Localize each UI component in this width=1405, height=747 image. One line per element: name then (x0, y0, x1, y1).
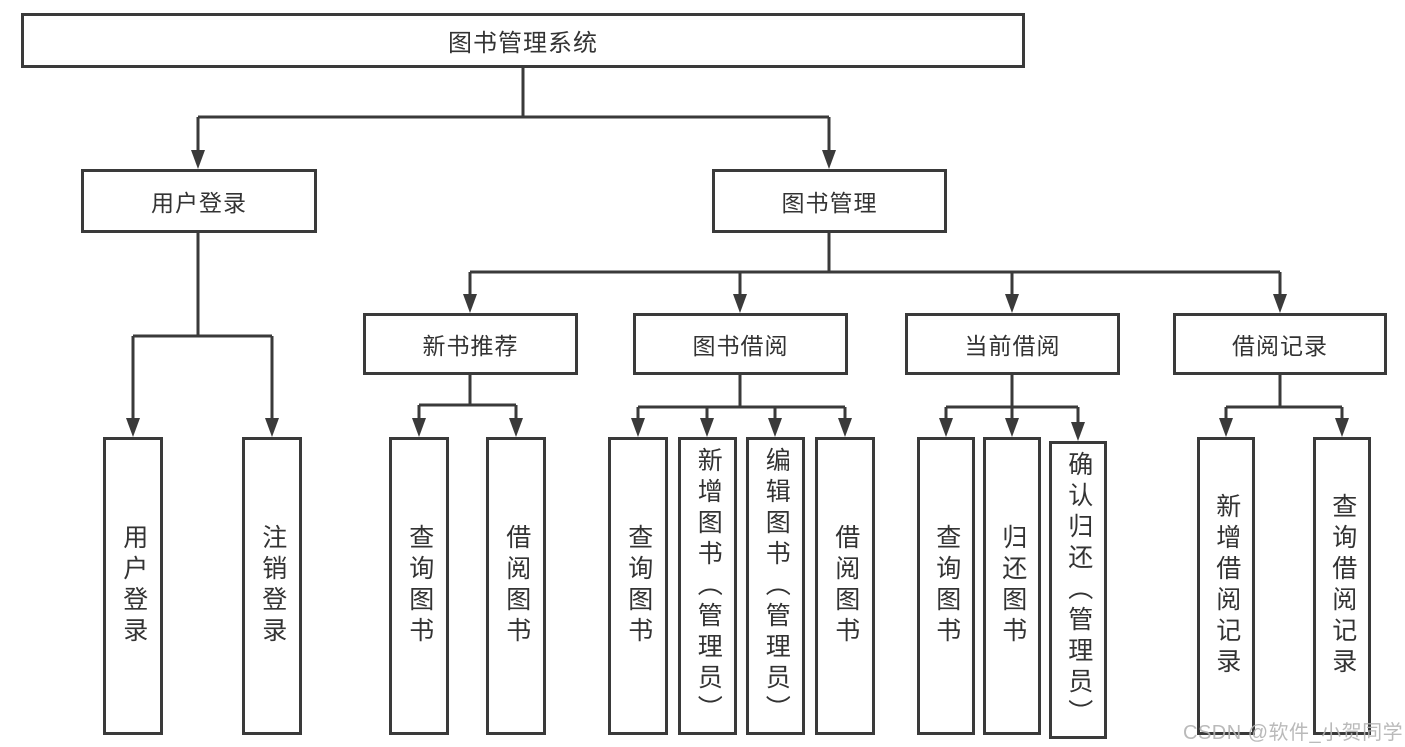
node-borrow-record: 借阅记录 (1173, 313, 1387, 375)
leaf-query-book-1: 查询图书 (389, 437, 449, 735)
leaf-label: 注销登录 (258, 524, 287, 648)
leaf-query-book-2: 查询图书 (608, 437, 668, 735)
node-label: 借阅记录 (1232, 333, 1328, 359)
node-current-borrow: 当前借阅 (905, 313, 1120, 375)
node-label: 当前借阅 (964, 333, 1061, 359)
leaf-confirm-return-admin: 确认归还（管理员） (1049, 441, 1107, 739)
node-label: 新书推荐 (422, 333, 519, 359)
leaf-edit-book-admin: 编辑图书（管理员） (746, 437, 805, 735)
csdn-watermark: CSDN @软件_小贺同学 (1183, 722, 1404, 744)
leaf-add-book-admin: 新增图书（管理员） (678, 437, 737, 735)
leaf-query-book-3: 查询图书 (917, 437, 975, 735)
node-label: 图书管理 (781, 190, 878, 216)
leaf-borrow-book-2: 借阅图书 (815, 437, 875, 735)
leaf-label: 查询借阅记录 (1328, 493, 1357, 679)
leaf-label: 编辑图书（管理员） (762, 446, 791, 726)
leaf-logout: 注销登录 (242, 437, 302, 735)
leaf-label: 新增借阅记录 (1212, 493, 1241, 679)
leaf-label: 用户登录 (119, 524, 148, 648)
arrowheads (126, 150, 1349, 441)
leaf-add-borrow-record: 新增借阅记录 (1197, 437, 1255, 735)
leaf-label: 查询图书 (932, 524, 961, 648)
leaf-user-login: 用户登录 (103, 437, 163, 735)
leaf-label: 借阅图书 (502, 524, 531, 648)
leaf-label: 确认归还（管理员） (1064, 450, 1093, 730)
node-book-management: 图书管理 (712, 169, 947, 233)
node-book-borrow: 图书借阅 (633, 313, 848, 375)
node-new-book-recommend: 新书推荐 (363, 313, 578, 375)
leaf-label: 新增图书（管理员） (694, 446, 723, 726)
node-user-login: 用户登录 (81, 169, 317, 233)
leaf-return-book: 归还图书 (983, 437, 1041, 735)
leaf-label: 借阅图书 (831, 524, 860, 648)
leaf-label: 归还图书 (998, 524, 1027, 648)
leaf-borrow-book-1: 借阅图书 (486, 437, 546, 735)
leaf-label: 查询图书 (624, 524, 653, 648)
node-label: 图书管理系统 (448, 30, 598, 57)
node-label: 图书借阅 (692, 333, 789, 359)
node-root-system: 图书管理系统 (21, 13, 1025, 68)
leaf-label: 查询图书 (405, 524, 434, 648)
node-label: 用户登录 (151, 190, 247, 216)
leaf-query-borrow-record: 查询借阅记录 (1313, 437, 1371, 735)
